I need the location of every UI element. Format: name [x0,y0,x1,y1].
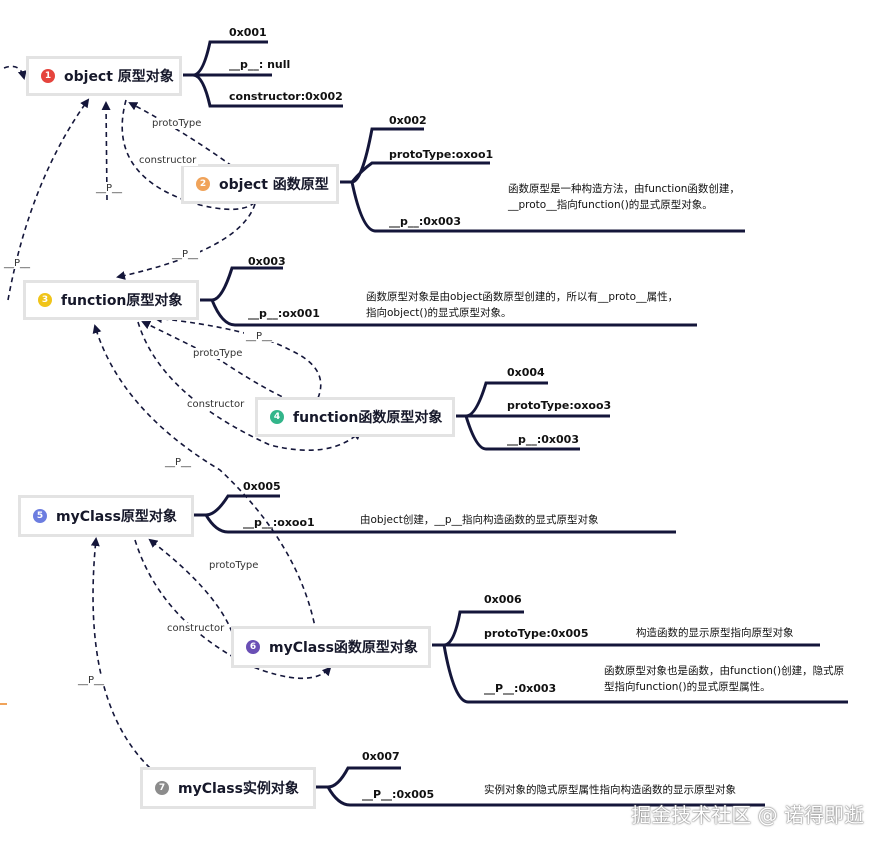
arrow-p-3-2 [116,203,256,280]
n1-address: 0x001 [229,26,267,39]
n5-note: 由object创建，__p__指向构造函数的显式原型对象 [360,514,599,526]
node-label: object 函数原型 [219,177,329,193]
n1-proto: __p__: null [229,58,291,71]
n7-address: 0x007 [362,750,400,763]
edge-label-p-7-5: __P__ [76,675,107,686]
node-function-function-prototype[interactable]: 4 function函数原型对象 [255,397,455,437]
n2-prototype: protoType:oxoo1 [389,148,494,161]
badge-2: 2 [196,177,210,191]
node-object-prototype[interactable]: 1 object 原型对象 [26,56,182,96]
badge-3: 3 [38,293,52,307]
arrow-p-7-5 [90,537,151,769]
n5-address: 0x005 [243,480,281,493]
n5-proto: __p__:oxoo1 [243,516,315,529]
edge-label-p-4-3: __P__ [244,331,275,342]
node-object-function[interactable]: 2 object 函数原型 [181,164,339,204]
n7-proto: __P__:0x005 [362,788,435,801]
node-myclass-instance[interactable]: 7 myClass实例对象 [140,767,316,809]
n6-proto: __P__:0x003 [484,682,557,695]
node-label: object 原型对象 [64,69,174,85]
branch-n3 [200,266,697,327]
branch-n1 [183,40,343,108]
edge-label-constructor-1: constructor [137,155,199,166]
node-label: myClass原型对象 [56,509,177,525]
edge-label-p-6-3: __P__ [163,457,194,468]
n4-address: 0x004 [507,366,545,379]
node-label: myClass函数原型对象 [269,640,418,656]
edge-label-prototype-1: protoType [150,118,204,129]
badge-4: 4 [270,410,284,424]
arrow-incoming-1 [3,65,27,80]
arrow-prototype-5 [148,538,233,633]
n6-address: 0x006 [484,593,522,606]
branch-lines [183,40,848,807]
arrow-constructor-1 [121,99,264,211]
edge-label-prototype-3: protoType [191,348,245,359]
edge-label-constructor-3: constructor [185,399,247,410]
n1-constructor: constructor:0x002 [229,90,343,103]
arrow-p-4-3 [153,314,322,399]
branch-n6 [432,610,848,704]
n2-note: 函数原型是一种构造方法，由function函数创建，__proto__指向fun… [508,183,740,211]
arrow-constructor-3 [137,321,362,451]
branch-n5 [194,494,676,534]
arrow-constructor-5 [134,539,332,680]
arrow-p-5-1 [7,98,90,301]
branch-n2 [340,127,745,233]
n7-note: 实例对象的隐式原型属性指向构造函数的显示原型对象 [484,784,736,796]
n3-proto: __p__:ox001 [248,307,320,320]
n6-prototype: protoType:0x005 [484,627,589,640]
arrow-p-6-3 [92,324,317,633]
arrow-p-2-1 [101,101,111,201]
edge-label-constructor-5: constructor [165,623,227,634]
n4-proto: __p__:0x003 [507,433,579,446]
badge-6: 6 [246,640,260,654]
node-label: myClass实例对象 [178,781,299,797]
n3-address: 0x003 [248,255,286,268]
n6-note-b: 函数原型对象也是函数，由function()创建，隐式原型指向function(… [604,665,845,693]
node-myclass-prototype[interactable]: 5 myClass原型对象 [18,495,194,537]
branch-n4 [456,381,610,451]
n2-proto: __p__:0x003 [389,215,461,228]
arrow-prototype-3 [141,320,316,411]
n4-prototype: protoType:oxoo3 [507,399,612,412]
edge-label-p-3-2: __P__ [170,249,201,260]
edge-label-p-2-1: __P__ [94,183,125,194]
node-label: function原型对象 [61,293,183,309]
node-myclass-function-prototype[interactable]: 6 myClass函数原型对象 [231,626,431,668]
watermark: 掘金技术社区 @ 诺得即逝 [631,803,864,827]
branch-n7 [316,766,765,807]
arrow-prototype-1 [128,102,233,167]
node-function-prototype[interactable]: 3 function原型对象 [23,280,199,320]
edge-label-prototype-5: protoType [207,560,261,571]
edge-label-p-5-1: __P__ [2,258,33,269]
n3-note: 函数原型对象是由object函数原型创建的，所以有__proto__属性，指向o… [366,291,679,319]
n2-address: 0x002 [389,114,427,127]
badge-7: 7 [155,781,169,795]
node-label: function函数原型对象 [293,410,443,426]
badge-5: 5 [33,509,47,523]
n6-note-a: 构造函数的显示原型指向原型对象 [636,627,794,639]
badge-1: 1 [41,69,55,83]
